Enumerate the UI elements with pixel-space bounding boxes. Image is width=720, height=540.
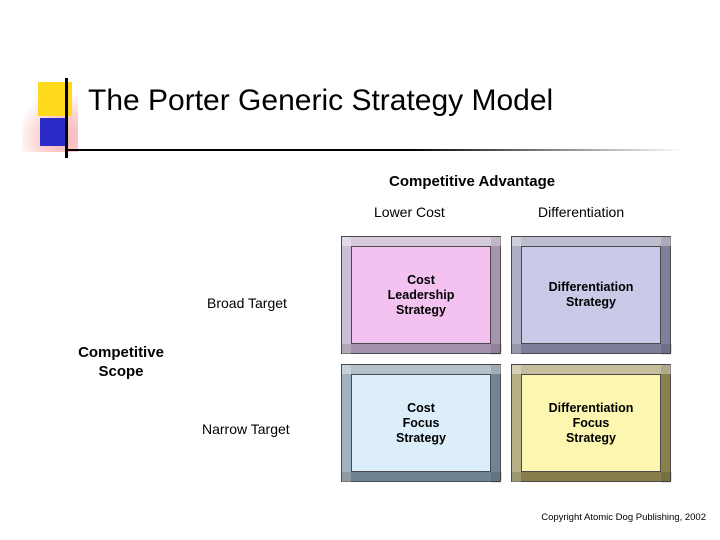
cell-block: Differentiation Focus Strategy bbox=[511, 364, 672, 483]
cell-label: Differentiation Strategy bbox=[548, 280, 634, 309]
bevel-left bbox=[512, 365, 521, 483]
bevel-bottom bbox=[342, 472, 502, 481]
decor-horizontal-rule bbox=[66, 149, 686, 151]
cell-label: Differentiation Focus Strategy bbox=[548, 400, 634, 445]
strategy-matrix: Cost Leadership Strategy Differentiation… bbox=[341, 236, 681, 492]
cell-block: Cost Leadership Strategy bbox=[341, 236, 502, 355]
bevel-bottom bbox=[512, 344, 672, 353]
cell-block: Differentiation Strategy bbox=[511, 236, 672, 355]
bevel-right bbox=[491, 365, 500, 483]
row-label-narrow-target: Narrow Target bbox=[202, 421, 290, 437]
matrix-cell-cost-leadership[interactable]: Cost Leadership Strategy bbox=[341, 236, 511, 364]
matrix-cell-cost-focus[interactable]: Cost Focus Strategy bbox=[341, 364, 511, 492]
copyright-notice: Copyright Atomic Dog Publishing, 2002 bbox=[541, 512, 706, 523]
column-label-differentiation: Differentiation bbox=[538, 204, 625, 220]
cell-face: Differentiation Focus Strategy bbox=[521, 374, 661, 472]
cell-face: Differentiation Strategy bbox=[521, 246, 661, 344]
matrix-cell-differentiation-focus[interactable]: Differentiation Focus Strategy bbox=[511, 364, 681, 492]
bevel-right bbox=[491, 237, 500, 355]
bevel-bottom bbox=[342, 344, 502, 353]
decor-vertical-rule bbox=[65, 78, 68, 158]
bevel-top bbox=[342, 365, 502, 374]
cell-block: Cost Focus Strategy bbox=[341, 364, 502, 483]
competitive-advantage-axis-title: Competitive Advantage bbox=[389, 173, 556, 190]
title-block: The Porter Generic Strategy Model bbox=[0, 0, 720, 170]
column-label-lower-cost: Lower Cost bbox=[374, 204, 445, 220]
row-label-broad-target: Broad Target bbox=[207, 295, 287, 311]
bevel-right bbox=[661, 237, 670, 355]
bevel-left bbox=[342, 365, 351, 483]
bevel-left bbox=[512, 237, 521, 355]
bevel-bottom bbox=[512, 472, 672, 481]
matrix-cell-differentiation[interactable]: Differentiation Strategy bbox=[511, 236, 681, 364]
decor-blue-square bbox=[40, 118, 68, 146]
bevel-top bbox=[512, 237, 672, 246]
cell-face: Cost Leadership Strategy bbox=[351, 246, 491, 344]
bevel-top bbox=[512, 365, 672, 374]
cell-label: Cost Leadership Strategy bbox=[387, 272, 455, 317]
page-title: The Porter Generic Strategy Model bbox=[88, 84, 554, 117]
cell-label: Cost Focus Strategy bbox=[395, 400, 447, 445]
bevel-top bbox=[342, 237, 502, 246]
bevel-right bbox=[661, 365, 670, 483]
bevel-left bbox=[342, 237, 351, 355]
cell-face: Cost Focus Strategy bbox=[351, 374, 491, 472]
